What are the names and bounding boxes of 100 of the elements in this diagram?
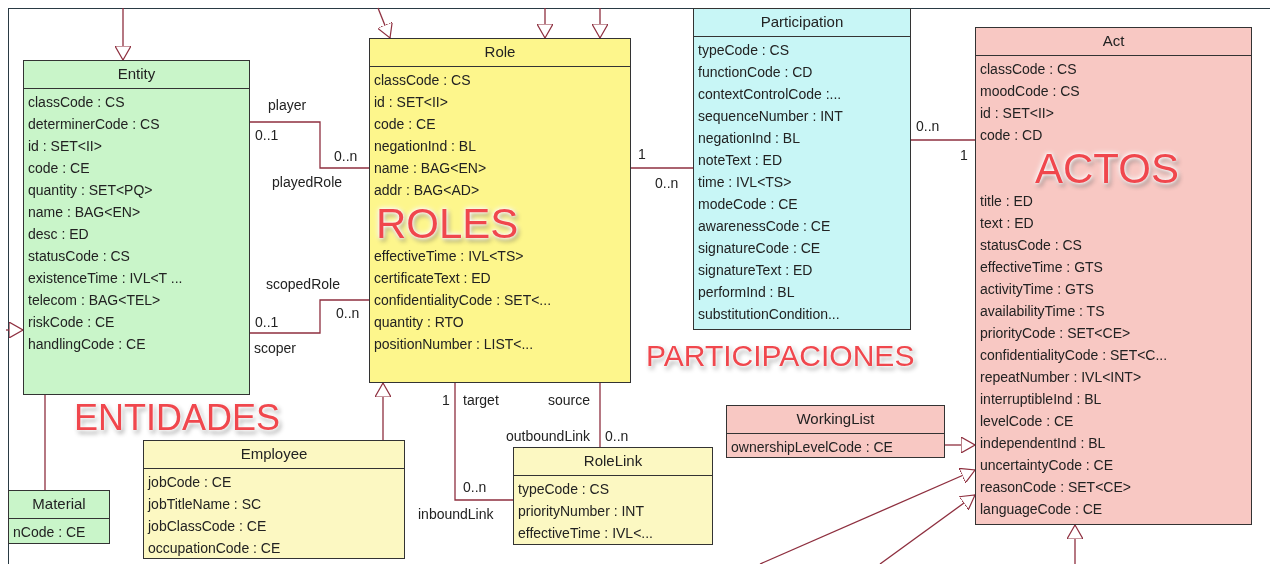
attribute-text: independentInd : BL <box>980 433 1106 453</box>
multiplicity: 0..n <box>655 175 679 191</box>
attribute-text: reasonCode : SET<CE> <box>980 477 1131 497</box>
attribute-text: availabilityTime : TS <box>980 301 1105 321</box>
class-name: Employee <box>240 444 308 465</box>
class-name: RoleLink <box>583 451 643 472</box>
attribute-text: statusCode : CS <box>980 235 1082 255</box>
overlay-title: ACTOS <box>1035 148 1179 190</box>
generalization-arrow <box>5 321 24 339</box>
role-name: target <box>463 392 499 408</box>
class-box <box>369 38 631 383</box>
multiplicity: 0..1 <box>255 127 279 143</box>
class-name: Role <box>484 42 516 63</box>
attribute-text: noteText : ED <box>698 150 783 170</box>
class-name: WorkingList <box>796 409 875 430</box>
attribute-text: negationInd : BL <box>698 128 800 148</box>
class-box <box>693 8 911 330</box>
generalization-arrow <box>944 436 976 454</box>
attribute-text: signatureText : ED <box>698 260 813 280</box>
class-box <box>143 440 405 559</box>
overlay-title: ROLES <box>376 203 519 245</box>
attribute-text: confidentialityCode : SET<... <box>374 290 552 310</box>
attribute-text: determinerCode : CS <box>28 114 160 134</box>
class-name: Participation <box>760 12 844 33</box>
attribute-text: effectiveTime : IVL<... <box>518 523 653 543</box>
class-box <box>8 490 110 544</box>
generalization-arrow <box>591 7 609 39</box>
class-box <box>23 60 250 395</box>
class-box <box>975 27 1252 525</box>
attribute-text: nCode : CE <box>13 522 86 542</box>
role-name: scopedRole <box>266 276 340 292</box>
attribute-text: occupationCode : CE <box>148 538 281 558</box>
attribute-text: modeCode : CE <box>698 194 798 214</box>
role-name: outboundLink <box>506 428 591 444</box>
class-name: Material <box>32 494 86 515</box>
multiplicity: 0..n <box>463 479 487 495</box>
role-name: inboundLink <box>418 506 494 522</box>
attribute-text: functionCode : CD <box>698 62 813 82</box>
attribute-text: typeCode : CS <box>518 479 610 499</box>
overlay-title: ENTIDADES <box>74 400 281 436</box>
attribute-text: activityTime : GTS <box>980 279 1094 299</box>
generalization-arrow <box>374 382 392 441</box>
attribute-text: signatureCode : CE <box>698 238 821 258</box>
attribute-text: ownershipLevelCode : CE <box>731 437 893 457</box>
attribute-text: telecom : BAG<TEL> <box>28 290 161 310</box>
role-name: source <box>548 392 591 408</box>
overlay-title: PARTICIPACIONES <box>646 341 915 371</box>
multiplicity: 0..1 <box>255 314 279 330</box>
generalization-arrow <box>1066 524 1084 564</box>
attribute-text: quantity : RTO <box>374 312 464 332</box>
multiplicity: 1 <box>960 147 968 163</box>
attribute-text: addr : BAG<AD> <box>374 180 480 200</box>
association-line <box>249 121 370 169</box>
attribute-text: classCode : CS <box>980 59 1077 79</box>
attribute-text: classCode : CS <box>28 92 125 112</box>
attribute-text: priorityNumber : INT <box>518 501 645 521</box>
attribute-text: jobCode : CE <box>148 472 232 492</box>
class-box <box>726 405 945 458</box>
attribute-text: sequenceNumber : INT <box>698 106 843 126</box>
class-box <box>513 447 713 545</box>
attribute-text: uncertaintyCode : CE <box>980 455 1114 475</box>
attribute-text: typeCode : CS <box>698 40 790 60</box>
attribute-text: certificateText : ED <box>374 268 491 288</box>
attribute-text: code : CE <box>374 114 436 134</box>
attribute-text: levelCode : CE <box>980 411 1074 431</box>
role-name: player <box>268 97 307 113</box>
attribute-text: riskCode : CE <box>28 312 115 332</box>
class-name: Act <box>1102 31 1125 52</box>
attribute-text: confidentialityCode : SET<C... <box>980 345 1168 365</box>
attribute-text: handlingCode : CE <box>28 334 146 354</box>
attribute-text: effectiveTime : IVL<TS> <box>374 246 524 266</box>
association-line <box>249 299 370 334</box>
attribute-text: id : SET<II> <box>374 92 448 112</box>
attribute-text: id : SET<II> <box>28 136 102 156</box>
attribute-text: negationInd : BL <box>374 136 476 156</box>
attribute-text: desc : ED <box>28 224 89 244</box>
association-line <box>454 382 514 501</box>
attribute-text: interruptibleInd : BL <box>980 389 1102 409</box>
attribute-text: jobClassCode : CE <box>148 516 267 536</box>
generalization-arrow <box>879 494 976 564</box>
multiplicity: 0..n <box>334 148 358 164</box>
attribute-text: name : BAG<EN> <box>374 158 487 178</box>
attribute-text: awarenessCode : CE <box>698 216 831 236</box>
multiplicity: 1 <box>442 392 450 408</box>
generalization-arrow <box>536 7 554 39</box>
attribute-text: positionNumber : LIST<... <box>374 334 534 354</box>
multiplicity: 0..n <box>336 305 360 321</box>
generalization-arrow <box>376 7 393 39</box>
class-name: Entity <box>117 64 156 85</box>
attribute-text: statusCode : CS <box>28 246 130 266</box>
attribute-text: code : CD <box>980 125 1043 145</box>
attribute-text: performInd : BL <box>698 282 795 302</box>
attribute-text: contextControlCode :... <box>698 84 842 104</box>
attribute-text: text : ED <box>980 213 1034 233</box>
multiplicity: 0..n <box>916 118 940 134</box>
role-name: scoper <box>254 340 297 356</box>
attribute-text: repeatNumber : IVL<INT> <box>980 367 1142 387</box>
attribute-text: languageCode : CE <box>980 499 1103 519</box>
generalization-arrow <box>114 7 132 61</box>
attribute-text: code : CE <box>28 158 90 178</box>
